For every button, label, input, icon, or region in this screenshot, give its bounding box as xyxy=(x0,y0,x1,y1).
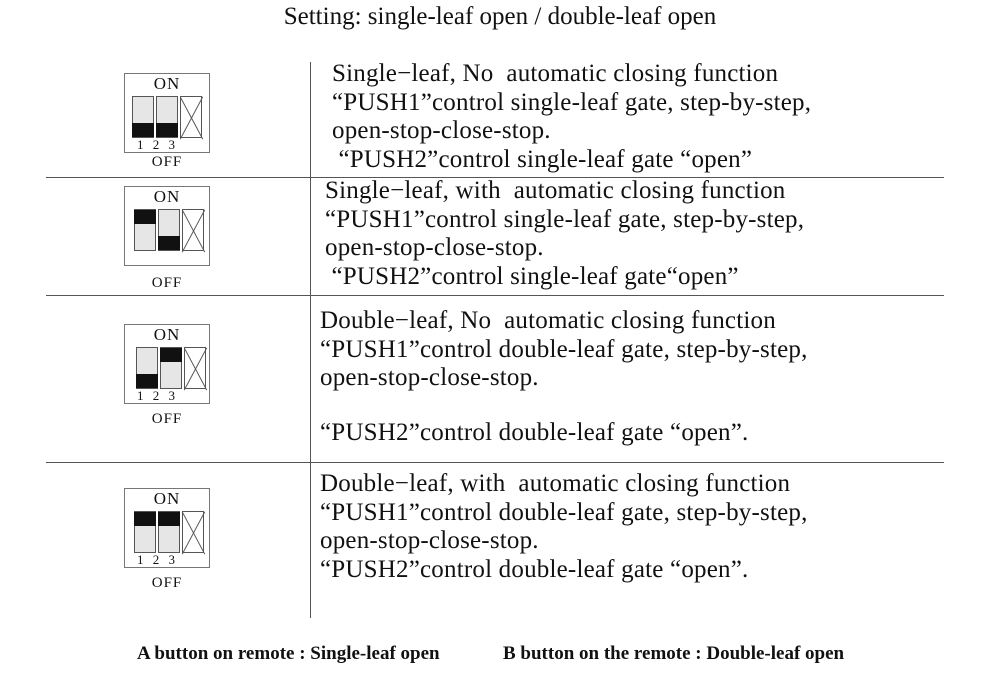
dip-toggle-2 xyxy=(156,96,178,138)
dip-knob xyxy=(158,512,180,526)
dip-numbers: 1 2 3 xyxy=(137,552,175,567)
desc-line: Double−leaf, with automatic closing func… xyxy=(320,470,791,497)
dip-switch-4: ON 1 2 3 xyxy=(124,488,210,568)
desc-line: open-stop-close-stop. xyxy=(320,527,539,554)
desc-line: “PUSH2”control double-leaf gate “open”. xyxy=(320,418,749,446)
dip-knob xyxy=(156,123,178,137)
dip-on-label: ON xyxy=(153,489,181,508)
dip-toggle-2 xyxy=(160,347,182,389)
desc-line: Single−leaf, No automatic closing functi… xyxy=(332,60,779,87)
table-row-divider xyxy=(46,462,944,463)
dip-off-label: OFF xyxy=(151,575,183,591)
dip-toggle-1 xyxy=(134,209,156,251)
dip-toggle-2 xyxy=(158,209,180,251)
dip-toggle-3-unused xyxy=(182,209,204,251)
desc-line: “PUSH1”control single-leaf gate, step-by… xyxy=(332,88,812,116)
table-row-divider xyxy=(46,177,944,178)
dip-on-label: ON xyxy=(153,187,181,206)
desc-line: open-stop-close-stop. xyxy=(325,234,544,261)
footer-a-button-note: A button on remote : Single-leaf open xyxy=(137,643,440,664)
table-column-divider xyxy=(310,62,311,618)
desc-line: “PUSH2”control double-leaf gate “open”. xyxy=(320,555,749,583)
dip-toggle-1 xyxy=(132,96,154,138)
dip-numbers: 1 2 3 xyxy=(137,137,175,152)
dip-on-label: ON xyxy=(153,325,181,344)
dip-off-label: OFF xyxy=(151,154,183,170)
dip-knob xyxy=(160,348,182,362)
footer-b-button-note: B button on the remote : Double-leaf ope… xyxy=(503,643,845,664)
table-row-divider xyxy=(46,295,944,296)
desc-gap xyxy=(320,393,808,419)
dip-toggle-3-unused xyxy=(180,96,202,138)
dip-knob xyxy=(158,236,180,250)
dip-toggle-3-unused xyxy=(182,511,204,553)
row-description: Single−leaf, with automatic closing func… xyxy=(325,177,804,291)
dip-knob xyxy=(134,210,156,224)
desc-line: open-stop-close-stop. xyxy=(320,364,539,391)
dip-switch-2: ON xyxy=(124,186,210,266)
row-description: Double−leaf, No automatic closing functi… xyxy=(320,307,808,447)
dip-on-label: ON xyxy=(153,74,181,93)
dip-off-label: OFF xyxy=(151,275,183,291)
dip-knob xyxy=(134,512,156,526)
dip-numbers: 1 2 3 xyxy=(137,388,175,403)
dip-knob xyxy=(136,374,158,388)
desc-line: open-stop-close-stop. xyxy=(332,117,551,144)
dip-toggle-1 xyxy=(136,347,158,389)
row-description: Double−leaf, with automatic closing func… xyxy=(320,470,808,584)
desc-line: “PUSH2”control single-leaf gate “open” xyxy=(332,145,753,173)
desc-line: “PUSH1”control single-leaf gate, step-by… xyxy=(325,205,805,233)
dip-knob xyxy=(132,123,154,137)
dip-switch-3: ON 1 2 3 xyxy=(124,324,210,404)
row-description: Single−leaf, No automatic closing functi… xyxy=(332,60,811,174)
dip-toggle-3-unused xyxy=(184,347,206,389)
desc-line: Single−leaf, with automatic closing func… xyxy=(325,177,786,204)
dip-toggle-1 xyxy=(134,511,156,553)
dip-toggle-2 xyxy=(158,511,180,553)
desc-line: “PUSH2”control single-leaf gate“open” xyxy=(325,262,739,290)
desc-line: Double−leaf, No automatic closing functi… xyxy=(320,307,776,334)
dip-off-label: OFF xyxy=(151,411,183,427)
desc-line: “PUSH1”control double-leaf gate, step-by… xyxy=(320,498,808,526)
page-title: Setting: single-leaf open / double-leaf … xyxy=(283,3,717,30)
dip-switch-1: ON 1 2 3 xyxy=(124,73,210,153)
desc-line: “PUSH1”control double-leaf gate, step-by… xyxy=(320,335,808,363)
